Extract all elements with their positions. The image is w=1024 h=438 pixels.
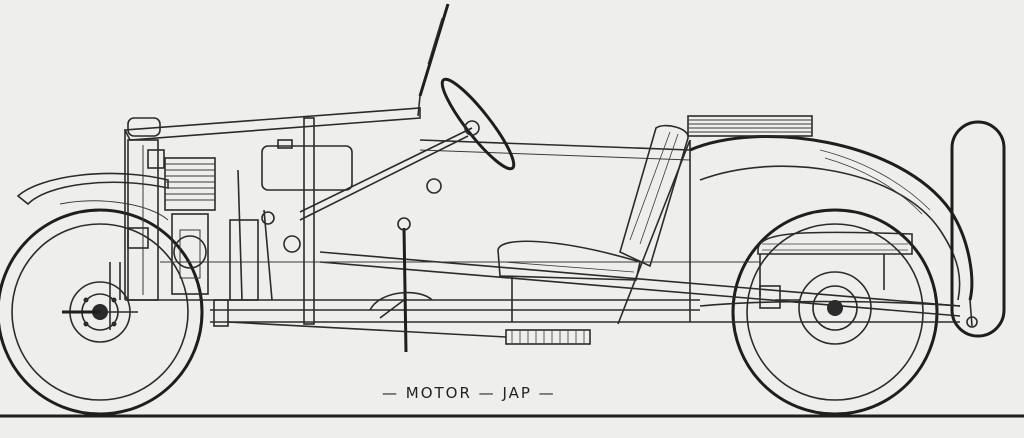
fuel-tank xyxy=(261,145,353,191)
silencer xyxy=(227,321,591,345)
front-axle xyxy=(62,262,121,330)
windscreen xyxy=(417,3,450,117)
body-outline xyxy=(123,107,421,141)
caption-motor-jap: — MOTOR — JAP — xyxy=(382,384,556,402)
steering-wheel xyxy=(299,77,516,221)
front-mudguard xyxy=(16,172,169,206)
rear-mudguard xyxy=(689,135,974,301)
front-wheel xyxy=(0,208,204,416)
rear-locker xyxy=(757,231,913,296)
spare-wheel xyxy=(950,120,1006,338)
chassis-frame xyxy=(125,140,961,327)
rear-wheel xyxy=(731,208,939,416)
rear-grille xyxy=(687,115,813,137)
rear-spring xyxy=(699,300,961,307)
seat xyxy=(497,124,691,325)
bulkhead xyxy=(303,117,315,325)
